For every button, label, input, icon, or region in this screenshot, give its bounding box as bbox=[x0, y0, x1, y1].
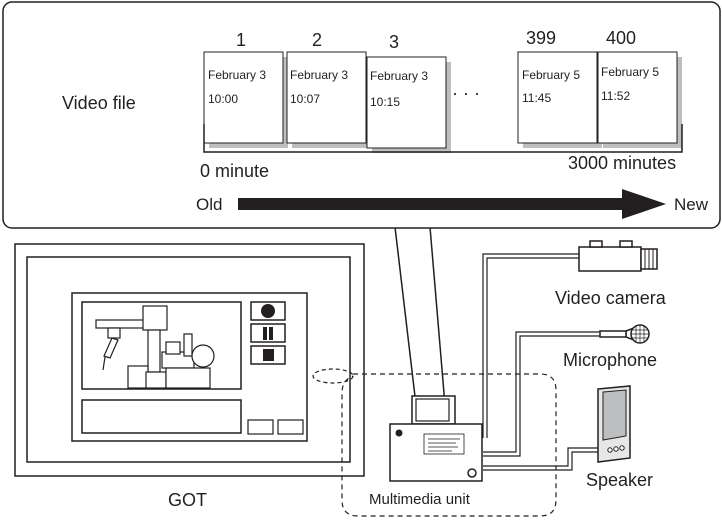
speaker-icon bbox=[597, 385, 631, 463]
start-label: 0 minute bbox=[200, 161, 269, 181]
file-span-bracket bbox=[203, 124, 683, 153]
microphone-label: Microphone bbox=[563, 350, 657, 370]
speaker-label: Speaker bbox=[586, 470, 653, 490]
time-arrow bbox=[238, 189, 666, 219]
got-label: GOT bbox=[168, 490, 207, 510]
file-time: 11:45 bbox=[522, 91, 551, 105]
file-date: February 5 bbox=[522, 68, 580, 82]
old-label: Old bbox=[196, 195, 222, 214]
video-camera-label: Video camera bbox=[555, 288, 667, 308]
video-file-2: 2 February 3 10:07 bbox=[286, 30, 371, 148]
file-date: February 3 bbox=[370, 69, 428, 83]
got-panel bbox=[14, 243, 365, 477]
multimedia-unit bbox=[389, 395, 483, 482]
ellipsis: · · · bbox=[452, 83, 480, 103]
file-date: February 3 bbox=[208, 68, 266, 82]
file-time: 10:15 bbox=[370, 95, 400, 109]
soft-key-2[interactable] bbox=[277, 419, 304, 435]
callout-leader bbox=[394, 226, 446, 406]
video-camera-icon bbox=[578, 240, 658, 272]
video-file-1: 1 February 3 10:00 bbox=[203, 30, 288, 148]
record-icon bbox=[261, 304, 275, 318]
video-file-399: 399 February 5 11:45 bbox=[517, 28, 602, 148]
file-time: 10:07 bbox=[290, 92, 320, 106]
cables bbox=[482, 253, 626, 471]
file-number: 400 bbox=[606, 28, 636, 48]
unit-boundary bbox=[341, 373, 557, 517]
file-number: 399 bbox=[526, 28, 556, 48]
file-number: 2 bbox=[312, 30, 322, 50]
new-label: New bbox=[674, 195, 709, 214]
video-file-400: 400 February 5 11:52 bbox=[597, 28, 682, 148]
file-number: 1 bbox=[236, 30, 246, 50]
video-file-3: 3 February 3 10:15 bbox=[366, 32, 451, 153]
file-time: 11:52 bbox=[601, 89, 630, 103]
microphone-icon bbox=[599, 324, 650, 344]
file-date: February 5 bbox=[601, 65, 659, 79]
file-date: February 3 bbox=[290, 68, 348, 82]
stop-icon bbox=[263, 349, 274, 361]
pause-icon bbox=[263, 327, 273, 340]
pause-button[interactable] bbox=[250, 323, 286, 343]
multimedia-unit-label: Multimedia unit bbox=[369, 491, 471, 508]
file-time: 10:00 bbox=[208, 92, 238, 106]
message-bar bbox=[81, 399, 242, 434]
end-label: 3000 minutes bbox=[568, 153, 676, 173]
file-number: 3 bbox=[389, 32, 399, 52]
video-file-label: Video file bbox=[62, 93, 136, 113]
robot-arm-illustration bbox=[95, 305, 215, 389]
soft-key-1[interactable] bbox=[247, 419, 274, 435]
